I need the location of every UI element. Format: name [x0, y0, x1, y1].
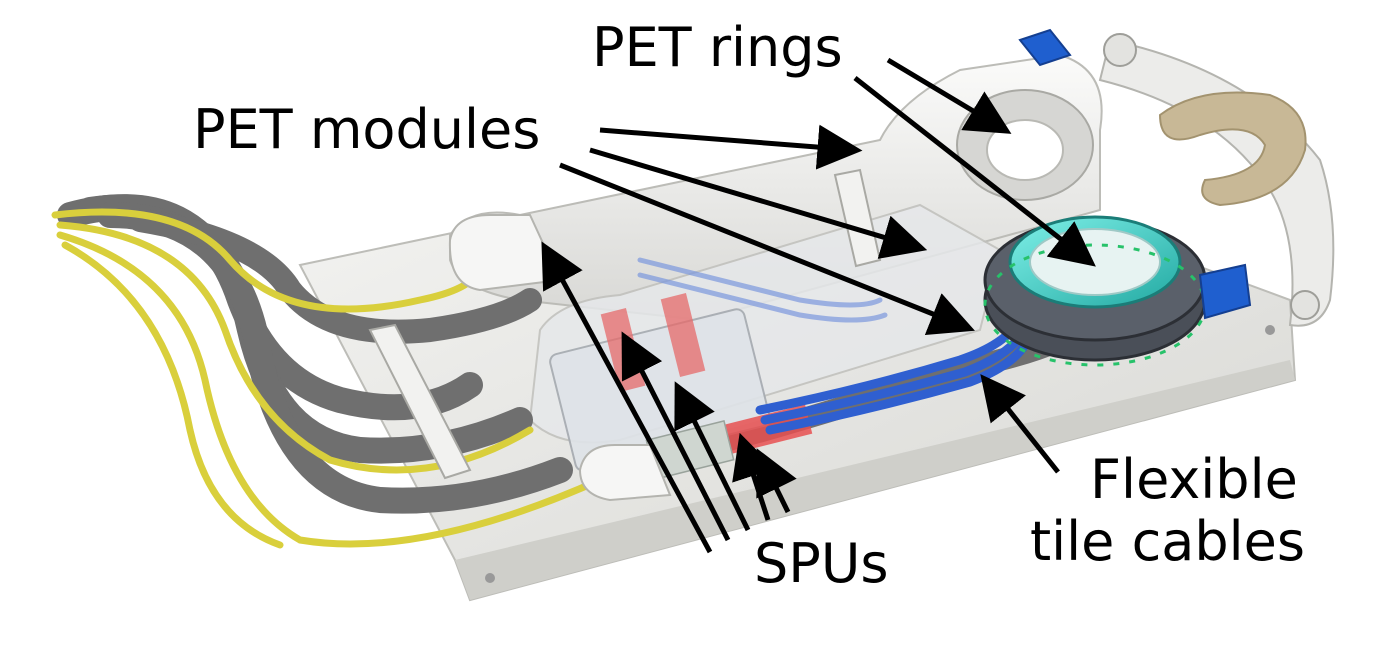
arrow-flex-cables: [980, 374, 1060, 474]
arrow-pet-modules-3: [559, 162, 975, 335]
arrow-pet-modules-2: [589, 147, 928, 259]
arrow-pet-modules-1: [599, 124, 863, 170]
arrow-spus-2: [621, 331, 731, 542]
arrow-pet-rings-1: [886, 57, 1012, 134]
label-pet-modules: PET modules: [193, 98, 540, 161]
front-housing-cap: [448, 168, 882, 502]
label-tile-cables: tile cables: [1030, 510, 1305, 573]
arrow-spus-3: [674, 381, 751, 532]
callout-arrows: [541, 57, 1096, 554]
blue-clip-ring: [1198, 263, 1252, 320]
headrest: [1158, 91, 1307, 207]
yellow-cables: [51, 208, 604, 549]
arrow-pet-rings-2: [853, 76, 1096, 267]
arrow-spus-1: [541, 241, 713, 554]
label-spus: SPUs: [754, 532, 889, 595]
arrow-spus-5: [756, 448, 797, 514]
blue-clip-top: [1018, 28, 1072, 67]
label-pet-rings: PET rings: [592, 16, 843, 79]
label-flexible: Flexible: [1090, 448, 1298, 511]
pet-ring-shell: [956, 89, 1094, 201]
pet-detector-ring: [983, 215, 1207, 367]
arrow-spus-4: [732, 432, 775, 521]
cable-clamp: [368, 323, 472, 480]
blue-flex-cables: [637, 257, 1033, 435]
